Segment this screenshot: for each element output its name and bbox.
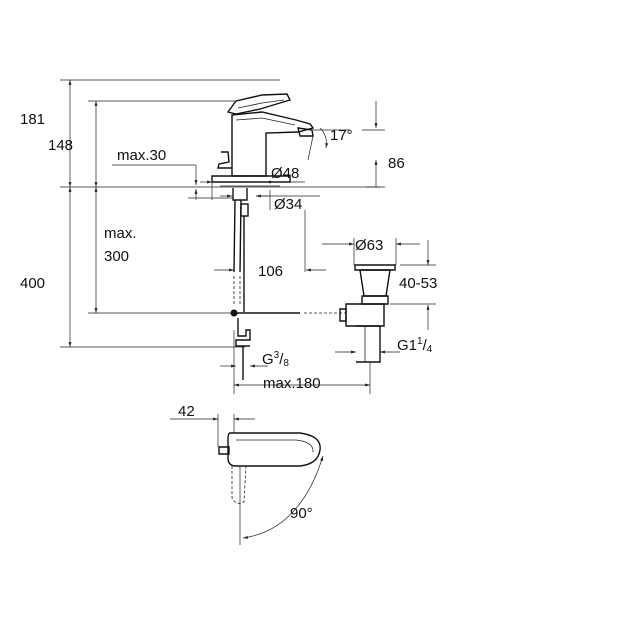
dim-90-degrees: 90° <box>290 505 313 522</box>
dim-diameter-48: Ø48 <box>271 165 299 182</box>
dim-300: 300 <box>104 248 129 265</box>
dim-86: 86 <box>388 155 405 172</box>
dim-diameter-34: Ø34 <box>274 196 302 213</box>
dim-diameter-63: Ø63 <box>355 237 383 254</box>
pop-up-waste <box>339 264 396 363</box>
dim-148: 148 <box>48 137 73 154</box>
faucet-top-view <box>218 432 321 504</box>
dim-max-label: max. <box>104 225 137 242</box>
dim-106: 106 <box>258 263 283 280</box>
dim-max30: max.30 <box>117 147 166 164</box>
dim-40-53: 40-53 <box>399 275 437 292</box>
shank-and-hoses <box>230 188 345 380</box>
dim-400: 400 <box>20 275 45 292</box>
dim-17-degrees: 17° <box>330 127 353 144</box>
dim-181: 181 <box>20 111 45 128</box>
dim-g-three-eighths: G3/8 <box>262 350 289 369</box>
dim-42: 42 <box>178 403 195 420</box>
dim-g1-quarter: G11/4 <box>397 336 433 355</box>
dim-max180: max.180 <box>263 375 321 392</box>
